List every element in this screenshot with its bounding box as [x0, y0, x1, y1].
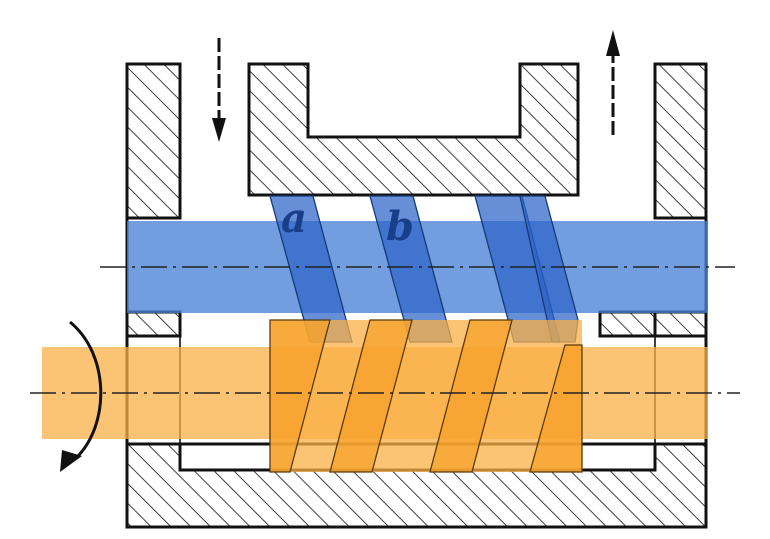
housing-upper-core: [247, 62, 580, 197]
outlet-flow-arrow: [606, 30, 620, 135]
housing-right-separator: [653, 310, 708, 338]
inlet-flow-arrow: [212, 38, 226, 142]
lower-rotor-flight-2: [329, 319, 413, 473]
housing-right-lower-block: [598, 310, 657, 338]
chamber-label-b: b: [386, 203, 414, 250]
housing-left-separator: [125, 310, 182, 338]
housing-right-wall: [653, 62, 708, 220]
chamber-label-a: a: [281, 195, 307, 242]
housing-left-wall: [125, 62, 182, 220]
lower-rotor-flight-3: [429, 319, 513, 473]
rotation-arrow: [60, 320, 103, 472]
lower-rotor-flight-1: [269, 319, 331, 473]
outlet-port-channel: [577, 64, 656, 218]
inlet-port-channel: [179, 64, 250, 218]
lower-rotor-flight-4: [529, 344, 583, 473]
